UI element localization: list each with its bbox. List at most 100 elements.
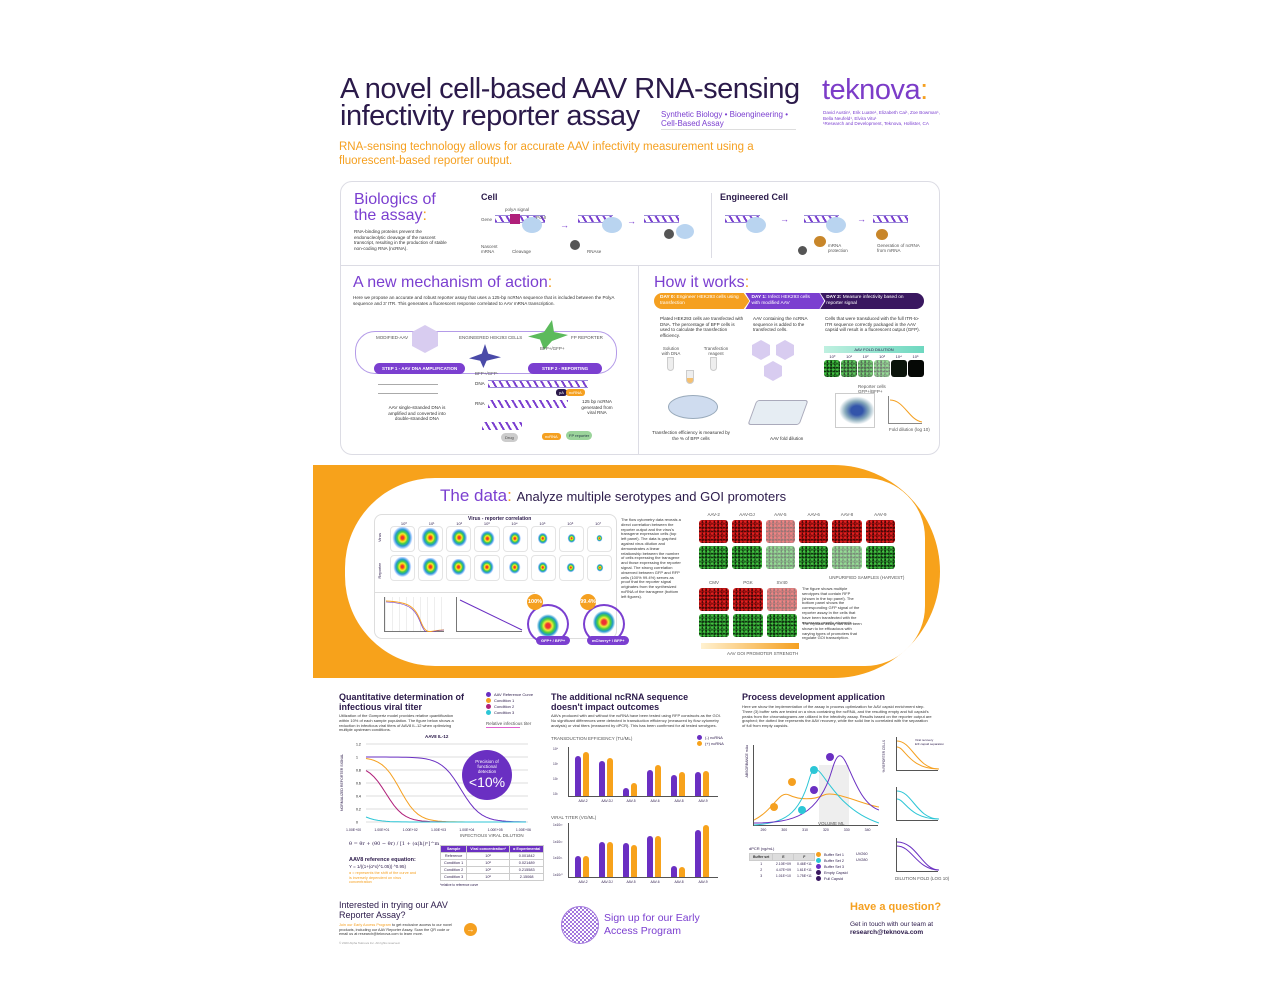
caption-right: 125 bp ncRNA generated from viral RNA [581, 399, 613, 416]
arrow-icon: → [780, 214, 789, 224]
buffer-set-2-line [753, 768, 880, 826]
table-cell: 0.021489 [509, 859, 545, 867]
x-tick: 310 [802, 828, 808, 832]
bar-plus-ncrna [631, 844, 637, 877]
dilution-label: 10⁶ [567, 521, 574, 526]
arrow-icon: → [627, 216, 636, 226]
gfp-image [699, 614, 729, 637]
gfp-image [908, 360, 924, 377]
y-tick: 1x10¹¹ [553, 856, 563, 861]
contact-email[interactable]: research@teknova.com [850, 929, 924, 936]
ncrna-chip: ncRNA [566, 389, 585, 396]
table-cell: Condition 2 [439, 866, 468, 874]
label: RNAse [587, 249, 602, 254]
label: FP REPORTER [571, 335, 603, 340]
label: Transfection reagent [703, 346, 729, 356]
label: Generation of ncRNA from mRNA [877, 243, 920, 253]
gfp-bfp-pill: GFP+ / BFP+ [536, 636, 571, 645]
bar-minus-ncrna [647, 769, 653, 796]
dilution-label: 10⁵ [539, 521, 546, 526]
bar-minus-ncrna [623, 843, 629, 877]
bar-minus-ncrna [599, 841, 605, 877]
x-axis-label: VOLUME mL [818, 821, 845, 826]
engineered-cell-heading: Engineered Cell [720, 192, 789, 202]
label: Solution with DNA [661, 346, 681, 356]
day-text: Measure infectivity based on reporter si… [826, 295, 904, 306]
buffer-set-3-line [753, 755, 880, 824]
table-cell: Reference [439, 852, 468, 860]
dilution-label: 10⁷ [595, 521, 602, 526]
rfp-image [733, 588, 763, 611]
correlation-badge: 100% [527, 594, 543, 610]
drug-chip: Drug [501, 433, 518, 442]
rfp-image [832, 520, 862, 543]
buffer3-reporter-plot [896, 838, 940, 872]
legend-item: Condition 2 [486, 704, 533, 710]
y-tick: 10³ [553, 762, 558, 766]
table-cell: 10⁸ [466, 873, 511, 881]
title-colon: : [744, 274, 750, 291]
y-axis-label: NORMALIZED REPORTER SIGNAL [340, 753, 344, 812]
rfp-image [767, 588, 797, 611]
aav-capsid-icon [776, 340, 794, 360]
tagline: RNA-sensing technology allows for accura… [339, 141, 754, 167]
logo-text: teknova [822, 74, 921, 106]
y-tick: 0.2 [356, 808, 361, 812]
table-cell: 2 [760, 868, 763, 872]
aav-capsid-icon [764, 361, 782, 381]
correlation-badge: 99.4% [580, 594, 596, 610]
alpha-note: α = represents the shift of the curve an… [349, 871, 417, 885]
legend-label: Condition 2 [494, 704, 515, 709]
flow-plot [446, 555, 472, 581]
flow-scatter-plot [835, 393, 875, 428]
bar-group: AAV-8 [671, 747, 687, 803]
author-list: David Austin¹, Erik Luatre¹, Elizabeth C… [823, 110, 940, 121]
rfp-image [799, 520, 829, 543]
dilution: 10¹ [846, 354, 852, 359]
legend-swatch [486, 710, 491, 716]
serotype-label: AAV-6 [807, 512, 820, 517]
bar-group: AAV-5 [623, 823, 639, 884]
gfp-image [824, 360, 840, 377]
dilution: 10² [862, 354, 869, 359]
early-access-link[interactable]: Join our Early Access Program [339, 923, 391, 927]
bar-group: AAV-9 [695, 747, 711, 803]
well-plate-icon [747, 400, 809, 425]
biologics-text: RNA-binding proteins prevent the endonuc… [354, 229, 447, 251]
arrow-right-button[interactable]: → [464, 923, 477, 936]
day-label: DAY 1: [751, 295, 767, 300]
bar-minus-ncrna [575, 855, 581, 877]
x-tick: 290 [760, 828, 767, 832]
label: BFP+/GFP+ [540, 346, 565, 351]
marker [826, 753, 834, 761]
table-cell: 10⁸ [466, 852, 511, 860]
gompertz-equation: θ = θr + (θ0 − θr) / [1 + (α|h|)ⁿ]^m [349, 841, 440, 847]
gene-dna [578, 215, 613, 223]
x-tick: AAV-6 [650, 799, 660, 803]
dilution-label: 10³ [483, 521, 490, 526]
legend-item: Condition 3 [486, 710, 533, 716]
legend-label: E/F capsid separation [915, 742, 945, 746]
caption-left: AAV single-stranded DNA is amplified and… [388, 405, 446, 422]
promoter-label: PGK [743, 580, 753, 585]
table-cell: 2.15068 [509, 873, 545, 881]
biologics-title: Biologics of the assay: [354, 192, 454, 224]
qr-code[interactable] [561, 906, 599, 944]
marker [810, 766, 818, 774]
row-label: Reporter [377, 563, 382, 579]
table-cell: 0.215583 [509, 866, 545, 874]
table-cell: 1 [760, 862, 763, 866]
bar-plus-ncrna [679, 771, 685, 796]
data-subtitle: Analyze multiple serotypes and GOI promo… [516, 489, 787, 504]
title-line-1: A novel cell-based AAV RNA-sensing [340, 73, 800, 105]
title-colon: : [422, 207, 427, 224]
x-tick: AAV-9 [698, 799, 708, 803]
x-axis-label: INFECTIOUS VIRAL DILUTION [460, 833, 524, 838]
x-tick: AAV-5 [626, 799, 636, 803]
